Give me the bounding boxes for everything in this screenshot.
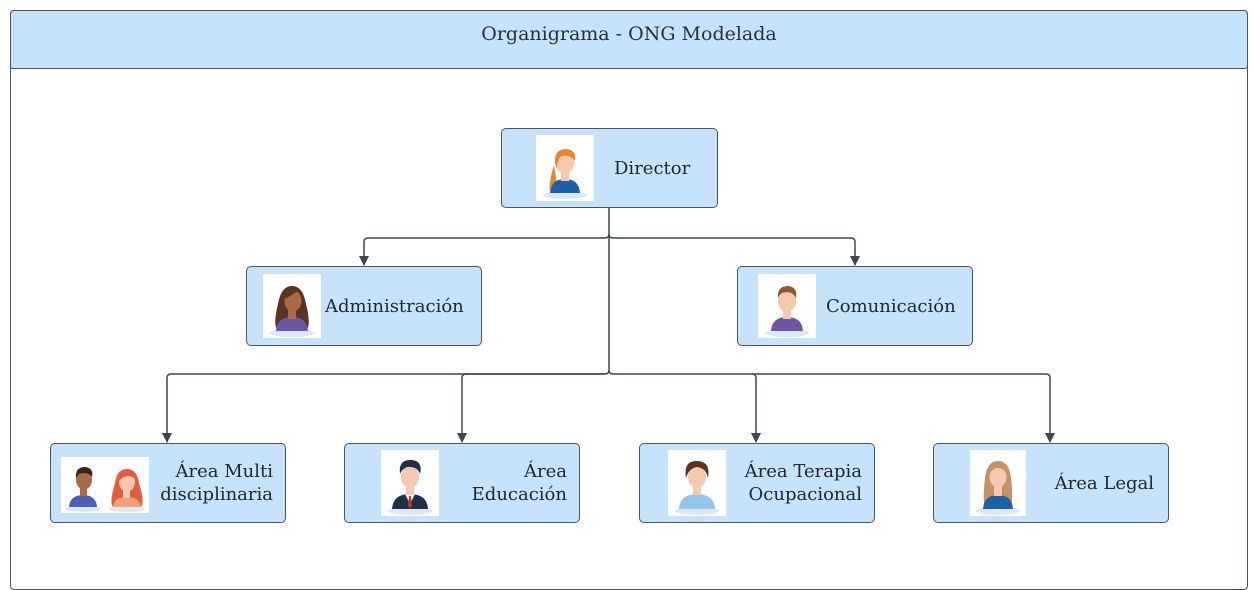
man-suit-avatar-icon	[381, 450, 439, 516]
connector-to-educacion	[457, 373, 605, 443]
node-administracion: Administración	[246, 266, 482, 346]
woman-orange-hair-avatar-icon	[536, 135, 594, 201]
woman-dark-hair-avatar-icon	[263, 274, 321, 338]
node-director-label: Director	[614, 158, 691, 179]
node-comunicacion: Comunicación	[737, 266, 973, 346]
node-legal: Área Legal	[933, 443, 1169, 523]
diagram-title-text: Organigrama - ONG Modelada	[481, 22, 777, 45]
connector-to-legal	[752, 373, 1055, 443]
node-comunicacion-label: Comunicación	[826, 296, 956, 317]
connectors	[162, 208, 1055, 443]
man-purple-shirt-avatar-icon	[758, 274, 816, 338]
connector-to-multi	[162, 369, 610, 443]
node-terapia-label-line1: Área Terapia	[744, 461, 862, 482]
node-terapia-label-line2: Ocupacional	[748, 484, 862, 505]
node-educacion-label-line2: Educación	[471, 484, 567, 505]
node-educacion: Área Educación	[344, 443, 580, 523]
node-legal-label: Área Legal	[1054, 473, 1154, 494]
two-people-avatar-icon	[61, 457, 149, 513]
node-educacion-label-line1: Área	[524, 461, 567, 482]
diagram-title: Organigrama - ONG Modelada	[10, 10, 1248, 69]
node-multi-label-line1: Área Multi	[175, 461, 273, 482]
woman-long-hair-avatar-icon	[970, 450, 1026, 516]
person-light-blue-avatar-icon	[668, 450, 726, 516]
node-administracion-label: Administración	[325, 296, 464, 317]
node-multi-disciplinaria: Área Multi disciplinaria	[50, 443, 286, 523]
node-terapia-ocupacional: Área Terapia Ocupacional	[639, 443, 875, 523]
connector-to-comunicacion	[608, 233, 860, 266]
node-director: Director	[501, 128, 718, 208]
connector-to-administracion	[359, 233, 610, 266]
node-multi-label-line2: disciplinaria	[160, 484, 273, 505]
connector-to-terapia	[608, 369, 761, 443]
